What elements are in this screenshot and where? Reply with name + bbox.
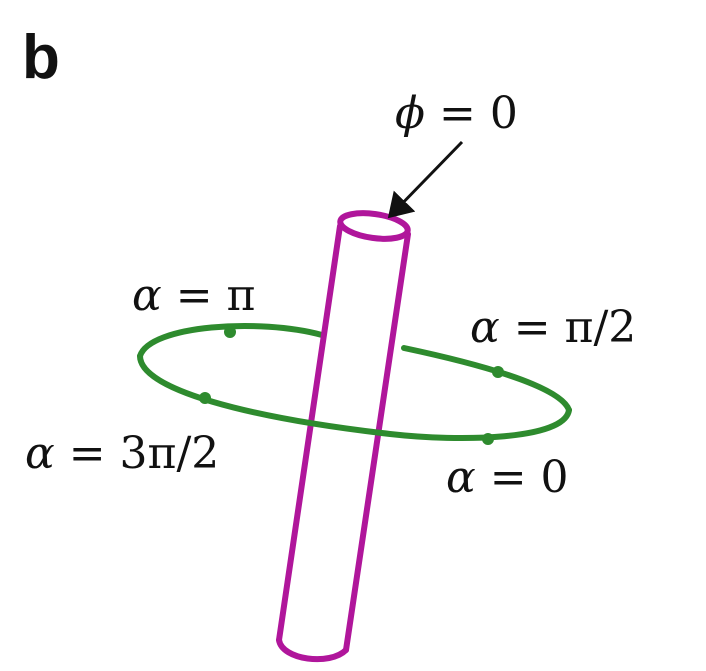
label-alpha-pi: α = π <box>132 270 255 321</box>
phi-arrow <box>387 140 464 219</box>
label-phi-zero: ϕ = 0 <box>395 88 518 139</box>
panel-label: b <box>22 23 60 92</box>
label-alpha-pi-half: α = π/2 <box>470 302 636 353</box>
label-alpha-3pi-half: α = 3π/2 <box>25 428 219 479</box>
loop-back-arc <box>137 323 572 413</box>
loop-front-arc <box>137 353 572 441</box>
rod-left-side <box>276 223 343 643</box>
rod-top-cap <box>337 210 411 242</box>
loop-point-alpha-pi-half <box>492 366 504 378</box>
label-alpha-zero: α = 0 <box>446 452 569 503</box>
magenta-rod <box>276 210 411 663</box>
rod-bottom-cap <box>276 637 349 663</box>
loop-point-alpha-3pi-half <box>199 392 211 404</box>
loop-point-alpha-pi <box>224 326 236 338</box>
rod-right-side <box>343 231 411 653</box>
loop-point-alpha-zero <box>482 433 494 445</box>
